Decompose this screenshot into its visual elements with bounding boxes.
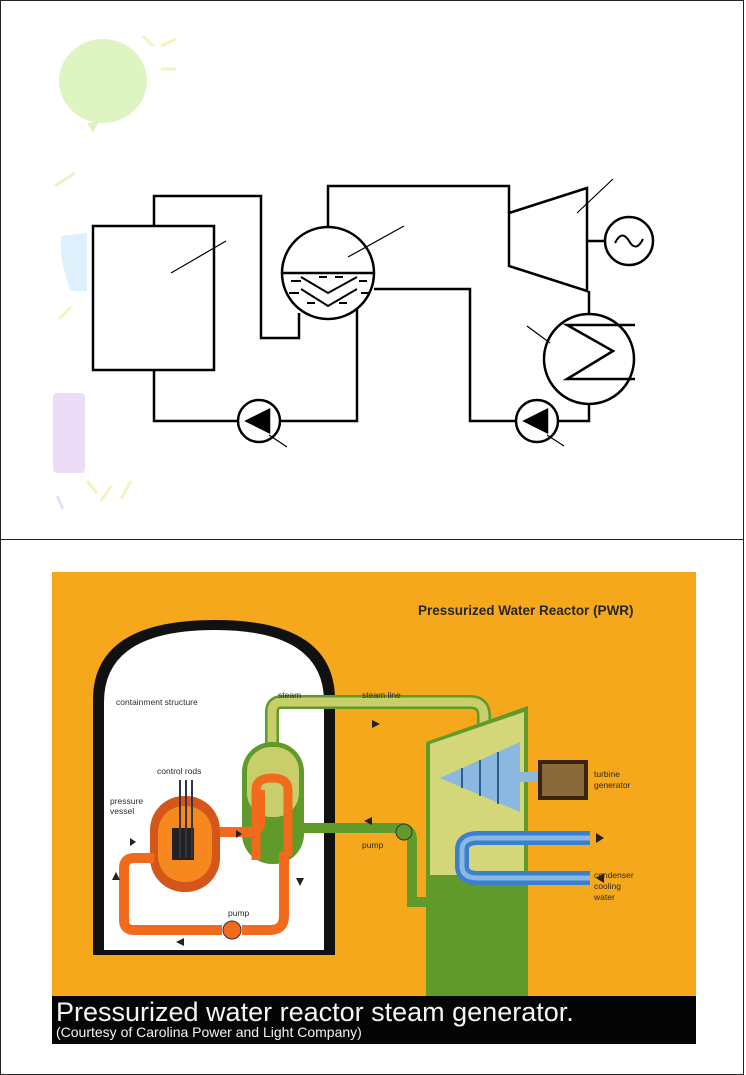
decor-blue-blob xyxy=(60,233,87,291)
label-cooling: cooling xyxy=(594,881,621,891)
decor-purple-blob xyxy=(53,393,85,473)
schematic-lines xyxy=(91,178,655,448)
caption-credit: (Courtesy of Carolina Power and Light Co… xyxy=(56,1024,362,1040)
label-pump-primary: pump xyxy=(228,908,250,918)
label-steam-line: steam line xyxy=(362,690,401,700)
condenser-circle xyxy=(542,312,636,406)
reactor-leader-line xyxy=(170,240,227,274)
label-generator: generator xyxy=(594,780,631,790)
label-pump-secondary: pump xyxy=(362,840,384,850)
label-pressure-vessel-2: vessel xyxy=(110,806,134,816)
pwr-schematic xyxy=(53,34,655,510)
caption-bar: Pressurized water reactor steam generato… xyxy=(52,996,696,1044)
schematic-panel xyxy=(0,0,744,540)
label-condenser: condenser xyxy=(594,870,634,880)
label-pressure-vessel-1: pressure xyxy=(110,796,143,806)
caption-title: Pressurized water reactor steam generato… xyxy=(56,997,574,1027)
label-steam: steam xyxy=(278,690,301,700)
label-water: water xyxy=(593,892,615,902)
turbine-shape xyxy=(507,186,589,293)
label-turbine: turbine xyxy=(594,769,620,779)
decor-green-blob xyxy=(59,39,147,123)
decorative-background xyxy=(53,34,177,510)
label-control-rods: control rods xyxy=(157,766,201,776)
illustration-title: Pressurized Water Reactor (PWR) xyxy=(418,603,634,618)
label-containment: containment structure xyxy=(116,697,198,707)
